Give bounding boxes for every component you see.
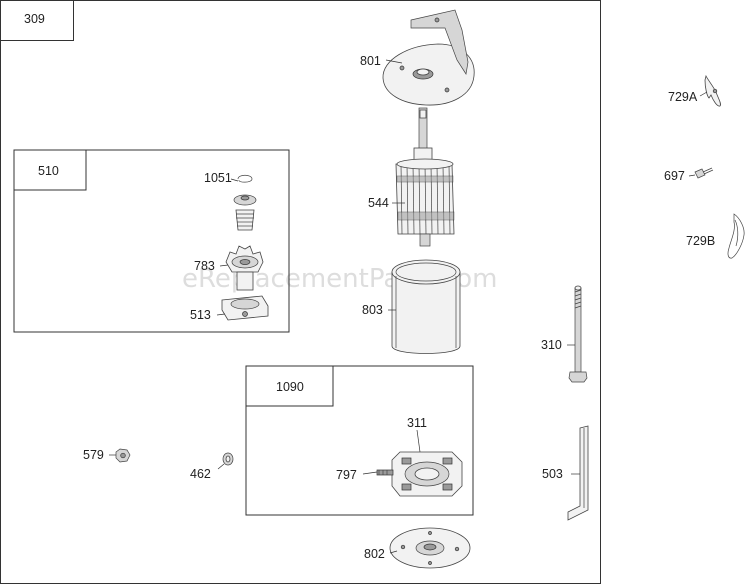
part-797-terminal[interactable]	[376, 469, 394, 476]
assembly-1090-label-box	[245, 365, 334, 407]
assembly-1090-frame	[245, 365, 474, 516]
label-802: 802	[364, 547, 385, 561]
assembly-309-frame	[0, 0, 601, 584]
label-311: 311	[407, 416, 427, 430]
assembly-510-label-box	[13, 149, 87, 191]
assembly-309-label-box	[0, 0, 74, 41]
assembly-1090-label: 1090	[276, 380, 304, 394]
label-544: 544	[368, 196, 389, 210]
part-697-screw[interactable]	[694, 167, 714, 179]
label-729B: 729B	[686, 234, 715, 248]
part-783-pinion-gear[interactable]	[225, 245, 264, 291]
label-797: 797	[336, 468, 357, 482]
label-462: 462	[190, 467, 211, 481]
label-803: 803	[362, 303, 383, 317]
part-801-drive-end-cap[interactable]	[382, 9, 475, 106]
assembly-510-label: 510	[38, 164, 59, 178]
part-1051-retaining-ring[interactable]	[237, 174, 253, 183]
part-510-drive-assembly[interactable]	[233, 194, 257, 231]
part-729b-clip[interactable]	[727, 213, 745, 259]
label-513: 513	[190, 308, 211, 322]
label-697: 697	[664, 169, 685, 183]
assembly-309-label: 309	[24, 12, 45, 26]
label-783: 783	[194, 259, 215, 273]
assembly-510-frame	[13, 149, 290, 333]
part-462-washer[interactable]	[222, 452, 234, 466]
part-544-armature[interactable]	[395, 107, 455, 247]
label-801: 801	[360, 54, 381, 68]
part-311-brush-plate[interactable]	[391, 451, 463, 497]
part-310-through-bolt[interactable]	[568, 285, 588, 383]
label-579: 579	[83, 448, 104, 462]
label-729A: 729A	[668, 90, 698, 104]
label-310: 310	[541, 338, 562, 352]
label-1051: 1051	[204, 171, 232, 185]
label-503: 503	[542, 467, 563, 481]
part-579-nut[interactable]	[115, 448, 131, 463]
part-802-end-plate[interactable]	[389, 527, 471, 569]
part-803-motor-housing[interactable]	[391, 259, 461, 354]
part-503-bracket[interactable]	[567, 425, 589, 521]
part-513-drive-base[interactable]	[221, 295, 269, 321]
part-729a-clip[interactable]	[704, 74, 721, 107]
